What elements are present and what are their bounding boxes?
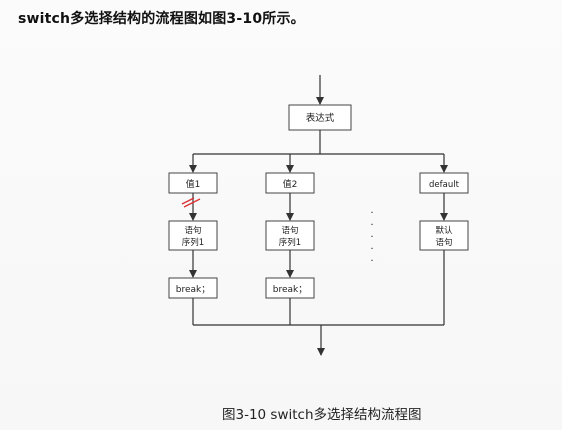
expression-box <box>288 104 352 131</box>
case-1-value: 值1 <box>186 178 201 190</box>
default-value: default <box>429 180 460 190</box>
ellipsis-dot: · <box>370 244 373 255</box>
case-2-statement-line-1: 语句 <box>281 225 298 236</box>
case-1-statement-line-2: 序列1 <box>182 237 204 248</box>
figure-caption: 图3-10 switch多选择结构流程图 <box>222 407 422 423</box>
ellipsis-dot: · <box>370 232 373 243</box>
case-2-break: break； <box>273 285 307 295</box>
expression-box-label: 表达式 <box>306 112 335 124</box>
case-1-break: break； <box>176 285 210 295</box>
case-2-value: 值2 <box>283 178 298 190</box>
default-statement-line-2: 语句 <box>435 237 452 248</box>
case-1-statement-line-1: 语句 <box>184 225 201 236</box>
more-cases-ellipsis: · · · · · <box>370 208 373 267</box>
ellipsis-dot: · <box>370 256 373 267</box>
ellipsis-dot: · <box>370 208 373 219</box>
pen-mark <box>181 197 201 208</box>
intro-text: switch多选择结构的流程图如图3-10所示。 <box>18 11 305 27</box>
case-2-statement-line-2: 序列1 <box>279 237 301 248</box>
default-statement-line-1: 默认 <box>435 225 453 236</box>
ellipsis-dot: · <box>370 220 373 231</box>
